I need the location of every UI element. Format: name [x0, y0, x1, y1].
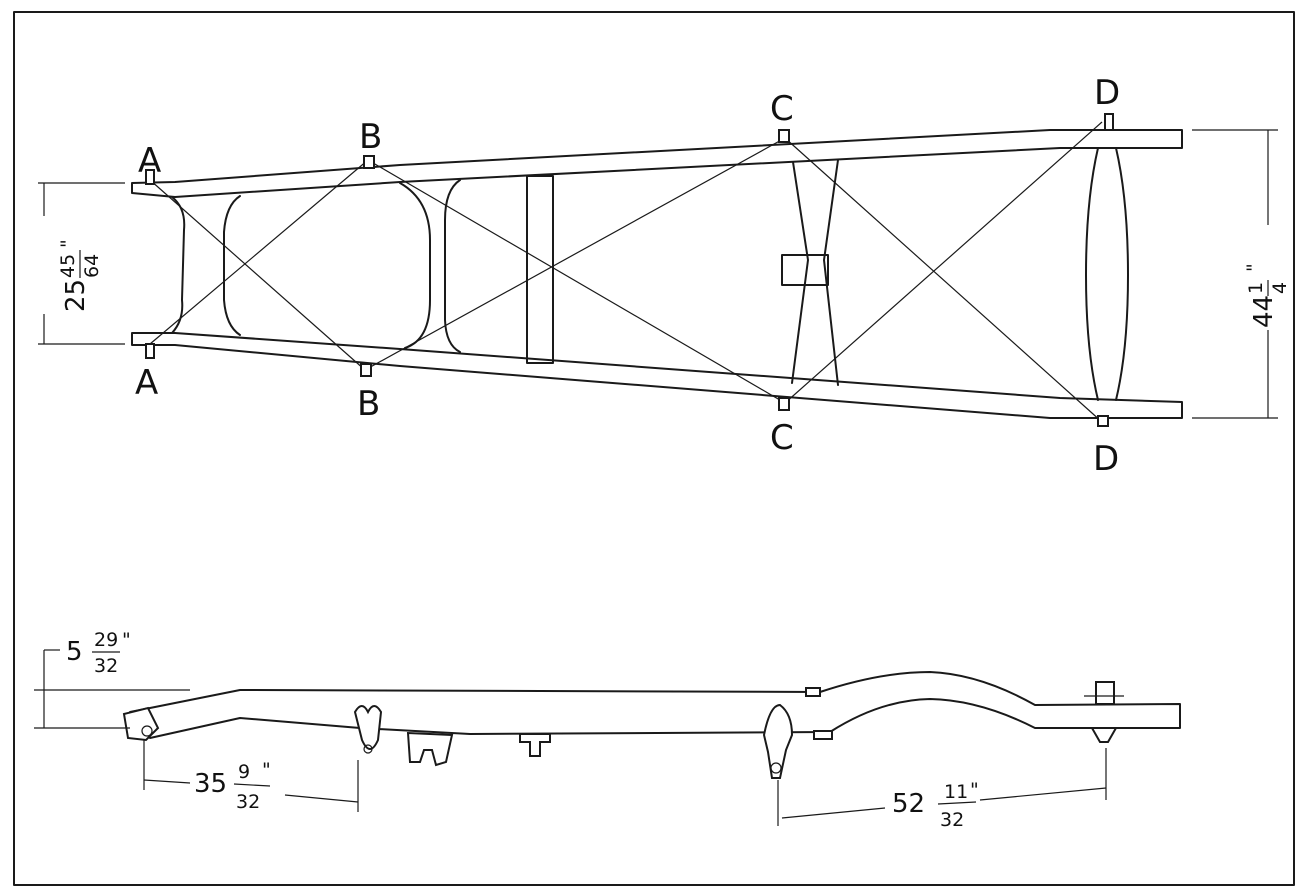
point-d-top: D	[1094, 73, 1120, 113]
point-b-top: B	[359, 117, 382, 157]
page-border	[13, 11, 1295, 886]
front-to-b-den: 32	[236, 791, 260, 813]
front-cross-member-2	[223, 195, 241, 336]
top-bracket	[805, 687, 821, 697]
front-to-b-num: 9	[238, 761, 250, 783]
side-view: 5 29 32 " 35 9 32 " 52 11 32	[34, 629, 1181, 831]
point-b-bottom: B	[357, 384, 380, 424]
front-drop-den: 32	[94, 655, 118, 677]
front-to-b-whole: 35	[194, 769, 227, 799]
engine-cross-member-2	[444, 179, 461, 353]
front-to-b-dimension: 35 9 32 "	[143, 740, 359, 813]
t-bracket	[519, 733, 551, 757]
top-view: A A B B C C D D 25 45 64 "	[38, 73, 1291, 479]
front-width-num: 45	[57, 254, 79, 278]
rear-width-unit: "	[1243, 263, 1265, 272]
engine-cross-member	[399, 182, 431, 349]
c-to-d-whole: 52	[892, 789, 925, 819]
point-a-bottom: A	[135, 363, 158, 403]
c-to-d-num: 11	[944, 781, 968, 803]
front-drop-unit: "	[122, 629, 131, 651]
rear-width-num: 1	[1245, 282, 1267, 294]
x-member	[791, 159, 839, 386]
rear-width-whole: 44	[1249, 295, 1279, 328]
front-horn	[122, 706, 160, 742]
point-d-bottom: D	[1093, 439, 1119, 479]
spring-hanger-rear	[762, 703, 794, 779]
front-width-unit: "	[57, 239, 79, 248]
front-drop-dimension: 5 29 32 "	[34, 629, 190, 729]
point-c-bottom: C	[770, 418, 794, 458]
c-to-d-dimension: 52 11 32 "	[777, 748, 1107, 831]
diagonal-lines	[149, 121, 1103, 423]
bottom-bracket	[813, 730, 833, 740]
front-cross-member	[171, 196, 186, 334]
point-c-top: C	[770, 89, 794, 129]
c-to-d-unit: "	[970, 779, 979, 801]
front-drop-num: 29	[94, 629, 118, 651]
front-width-dimension: 25 45 64 "	[38, 182, 125, 345]
front-width-whole: 25	[61, 279, 91, 312]
upper-side-rail	[131, 129, 1183, 198]
front-horn-hole	[141, 725, 153, 737]
x-member-bracket	[781, 254, 829, 286]
spring-hanger-front	[353, 705, 383, 750]
spring-hanger-front-hole	[363, 744, 373, 754]
spring-hanger-rear-hole	[770, 762, 782, 774]
side-rail	[129, 671, 1181, 739]
rear-width-dimension: 44 1 4 "	[1192, 129, 1291, 419]
rear-shackle	[1095, 681, 1115, 705]
front-drop-whole: 5	[66, 637, 83, 667]
c-to-d-den: 32	[940, 809, 964, 831]
measuring-bolts	[145, 113, 1114, 427]
front-width-den: 64	[81, 254, 103, 278]
center-cross-member	[526, 175, 554, 364]
rear-width-den: 4	[1269, 282, 1291, 294]
engine-mount	[406, 731, 454, 767]
rear-shackle-lower	[1090, 727, 1118, 743]
point-a-top: A	[138, 141, 161, 181]
lower-side-rail	[131, 332, 1183, 419]
front-to-b-unit: "	[262, 759, 271, 781]
rear-cross-member	[1085, 147, 1129, 401]
